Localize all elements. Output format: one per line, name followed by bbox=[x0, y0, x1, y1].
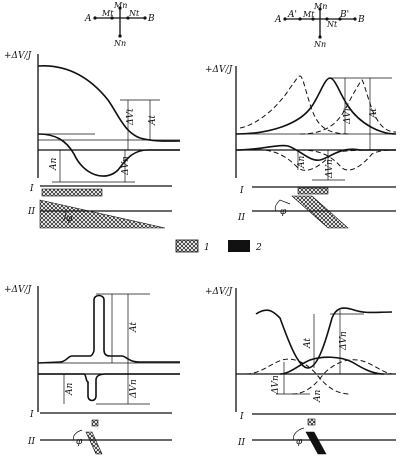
panel-bottom-right: +ΔV/J At ΔVn ΔVn An I II φ bbox=[205, 287, 396, 455]
label-B: B bbox=[357, 15, 365, 25]
panel-top-right: +ΔV/J ΔVt At ΔVn An I II φ bbox=[205, 65, 397, 229]
label-Nn: Nn bbox=[313, 40, 326, 49]
label-phi: φ bbox=[296, 437, 303, 447]
label-B-prime: B' bbox=[339, 10, 349, 20]
label-dVt: ΔVt bbox=[126, 108, 136, 126]
panel-bottom-left: +ΔV/J At ΔVn An I II φ bbox=[4, 285, 180, 455]
label-B: B bbox=[147, 14, 155, 24]
layer-I: I bbox=[29, 410, 34, 420]
label-dVn-secondary: ΔVn bbox=[271, 375, 281, 395]
label-At: At bbox=[129, 322, 139, 333]
label-Nt: Nt bbox=[128, 9, 140, 18]
label-An: An bbox=[49, 158, 59, 171]
label-Mt: Mt bbox=[302, 10, 315, 19]
y-axis-label: +ΔV/J bbox=[4, 285, 33, 295]
label-dVn: ΔVn bbox=[129, 379, 139, 399]
layer-II: II bbox=[237, 438, 246, 448]
legend: 1 2 bbox=[175, 239, 262, 253]
label-dVn: ΔVn bbox=[339, 331, 349, 351]
legend-label-1: 1 bbox=[204, 243, 210, 253]
label-At: At bbox=[369, 108, 379, 119]
label-dVt: ΔVt bbox=[343, 107, 353, 125]
label-At: At bbox=[303, 338, 313, 349]
label-Mn: Mn bbox=[113, 1, 127, 10]
label-dVn: ΔVn bbox=[325, 159, 335, 179]
electrode-scheme-left: A B Mn Mt Nt Nn bbox=[84, 1, 155, 48]
legend-label-2: 2 bbox=[255, 243, 262, 253]
layer-I: I bbox=[29, 184, 34, 194]
y-axis-label: +ΔV/J bbox=[205, 65, 234, 75]
label-Nt: Nt bbox=[326, 20, 338, 29]
label-phi: φ bbox=[280, 207, 287, 217]
label-A: A bbox=[84, 14, 92, 24]
label-phi: φ bbox=[66, 214, 73, 224]
label-An: An bbox=[313, 390, 323, 403]
label-Mn: Mn bbox=[313, 2, 327, 11]
panel-top-left: +ΔV/J ΔVt At ΔVn An I II φ bbox=[4, 51, 181, 229]
label-phi: φ bbox=[76, 437, 83, 447]
layer-II: II bbox=[27, 207, 36, 217]
layer-I: I bbox=[239, 412, 244, 422]
label-Mt: Mt bbox=[101, 9, 114, 18]
layer-II: II bbox=[237, 213, 246, 223]
label-dVn: ΔVn bbox=[121, 156, 131, 176]
y-axis-label: +ΔV/J bbox=[205, 287, 234, 297]
electrode-scheme-right: A A' Mt Mn Nt B' B Nn bbox=[274, 2, 365, 49]
label-At: At bbox=[148, 115, 158, 126]
label-A-prime: A' bbox=[287, 10, 297, 20]
y-axis-label: +ΔV/J bbox=[4, 51, 33, 61]
label-An: An bbox=[65, 383, 75, 396]
label-An: An bbox=[297, 156, 307, 169]
label-A: A bbox=[274, 15, 282, 25]
layer-I: I bbox=[239, 186, 244, 196]
label-Nn: Nn bbox=[113, 39, 126, 48]
layer-II: II bbox=[27, 437, 36, 447]
